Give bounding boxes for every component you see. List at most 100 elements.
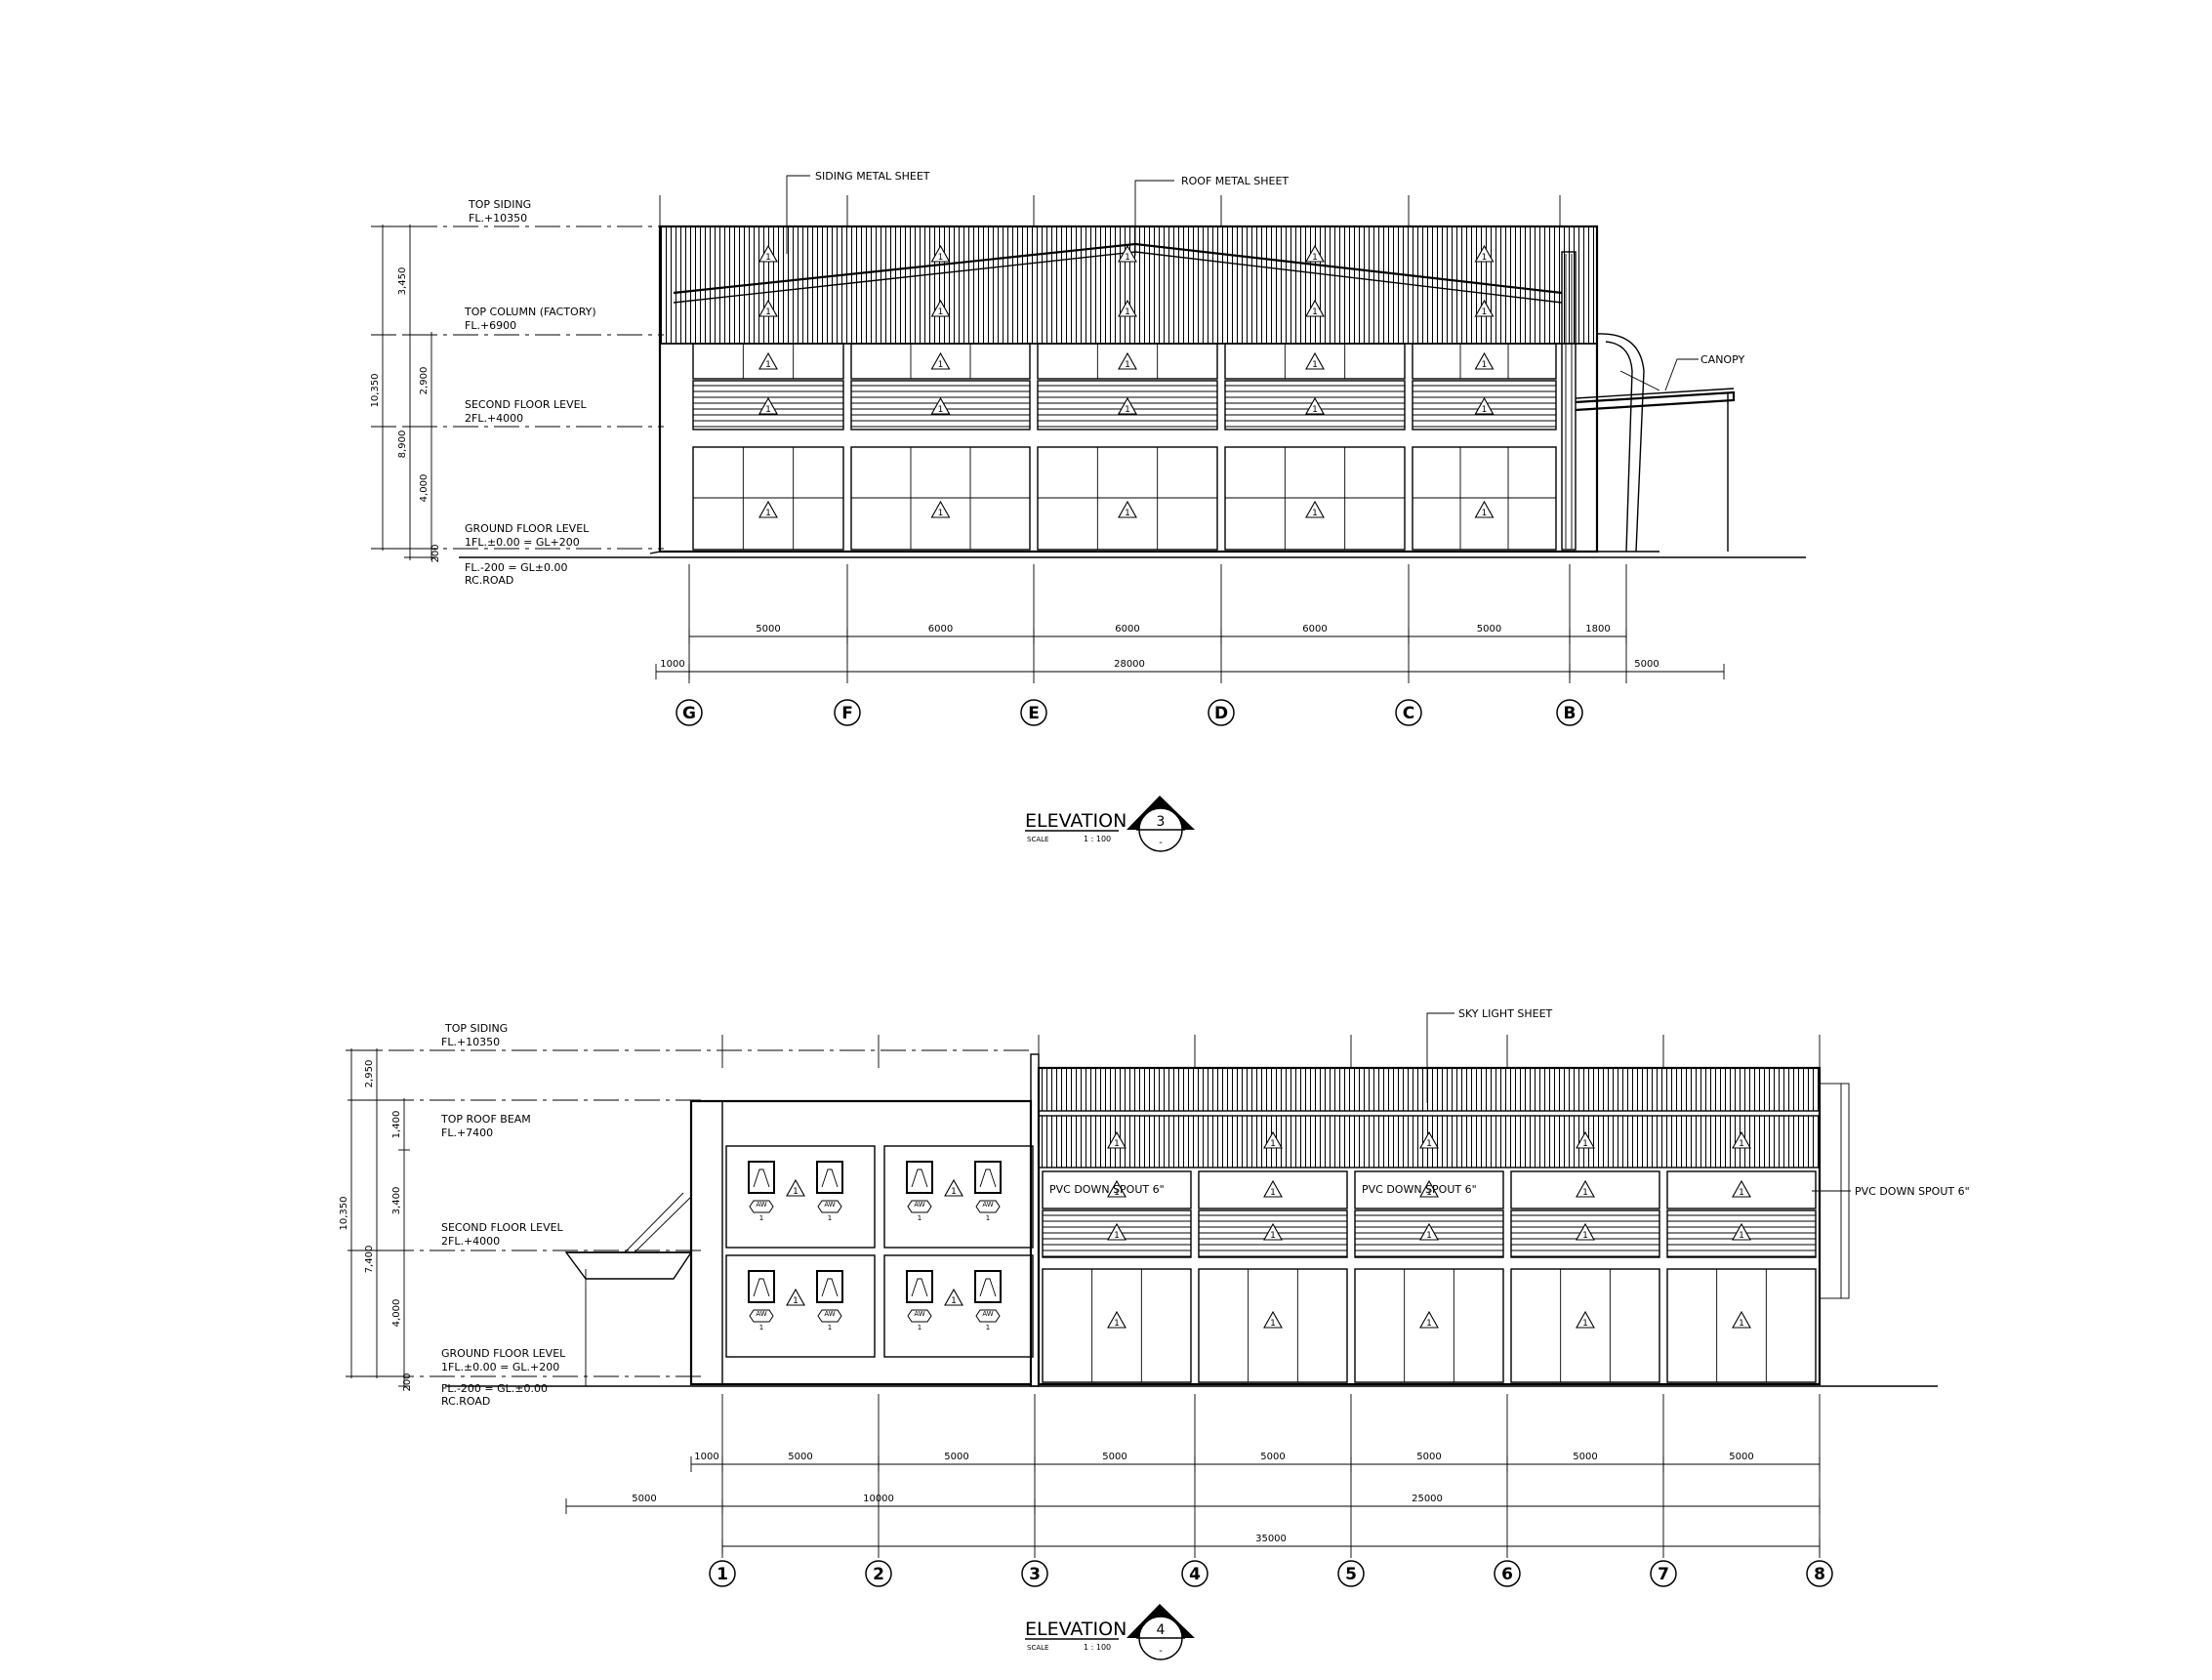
office-panel <box>883 1254 1034 1358</box>
level-name: TOP SIDING <box>468 198 531 211</box>
tag-marker: 1 <box>1118 244 1137 263</box>
svg-text:10,350: 10,350 <box>370 374 381 408</box>
svg-text:200: 200 <box>430 544 441 562</box>
road-level: FL.-200 = GL±0.00 <box>465 561 568 574</box>
tag-triangle <box>930 244 951 263</box>
svg-text:FL.+7400: FL.+7400 <box>441 1127 493 1139</box>
tag-marker: 1 <box>1732 1130 1751 1149</box>
window-tag <box>975 1309 1001 1323</box>
svg-text:200: 200 <box>402 1373 413 1391</box>
window-tag-top: AW <box>982 1310 993 1318</box>
level-name: GROUND FLOOR LEVEL <box>465 522 590 535</box>
window <box>748 1270 775 1303</box>
grid-label: 2 <box>873 1565 884 1584</box>
tag-marker: 1 <box>786 1178 805 1197</box>
door-panel <box>1412 446 1557 551</box>
tag-label: 1 <box>1482 509 1488 518</box>
window-tag-top: AW <box>824 1201 835 1209</box>
tag-marker: 1 <box>1263 1310 1283 1329</box>
tag-triangle <box>1419 1179 1439 1198</box>
tag-marker: 1 <box>1576 1130 1595 1149</box>
tag-triangle <box>944 1288 963 1306</box>
tag-marker: 1 <box>1305 351 1325 370</box>
window-tag-top: AW <box>982 1201 993 1209</box>
tag-marker: 1 <box>1107 1179 1126 1198</box>
vertical-dimensions: 10,350 3,450 8,900 2,900 4,000 200 <box>370 225 441 563</box>
window-tag-bottom: 1 <box>828 1214 832 1222</box>
level-labels: TOP SIDING FL.+10350 TOP ROOF BEAM FL.+7… <box>440 1022 566 1408</box>
tag-triangle <box>930 396 951 415</box>
window-tag <box>749 1309 774 1323</box>
grid-marker: 7 <box>1650 1560 1677 1587</box>
grid-label: 1 <box>717 1565 728 1584</box>
grid-circle <box>1181 1560 1208 1587</box>
tag-triangle <box>1305 351 1325 370</box>
tag-marker: 1 <box>1474 500 1495 518</box>
svg-text:3,450: 3,450 <box>397 267 408 296</box>
door-panel <box>1224 446 1406 551</box>
tag-marker: 1 <box>1419 1310 1439 1329</box>
grid-circle <box>1208 699 1235 726</box>
tag-marker: 1 <box>1107 1310 1126 1329</box>
grid-label: 6 <box>1501 1565 1513 1584</box>
window-tag <box>749 1200 774 1213</box>
grid-label: 3 <box>1029 1565 1041 1584</box>
tag-marker: 1 <box>944 1178 963 1197</box>
tag-label: 1 <box>1125 253 1130 263</box>
svg-text:2,950: 2,950 <box>364 1060 375 1088</box>
tag-marker: 1 <box>1732 1310 1751 1329</box>
tag-label: 1 <box>1114 1139 1120 1149</box>
tag-label: 1 <box>765 307 771 317</box>
svg-text:SECOND FLOOR LEVEL: SECOND FLOOR LEVEL <box>441 1221 564 1234</box>
tag-triangle <box>930 500 951 518</box>
tag-triangle <box>930 299 951 317</box>
door-panel <box>1354 1268 1504 1383</box>
grid-circle <box>1020 699 1047 726</box>
tag-triangle <box>1263 1130 1283 1149</box>
vertical-dimensions: 10,350 2,950 7,400 1,400 3,400 4,000 200 <box>339 1048 413 1392</box>
level-value: 1FL.±0.00 = GL+200 <box>465 536 580 549</box>
svg-text:SCALE: SCALE <box>1027 836 1048 843</box>
svg-text:-: - <box>1159 1646 1163 1657</box>
grid-label: B <box>1564 704 1577 723</box>
louver-panel <box>1198 1209 1348 1258</box>
grid-marker: C <box>1395 699 1422 726</box>
door-panel <box>1037 446 1218 551</box>
tag-marker: 1 <box>930 500 951 518</box>
window-tag-bottom: 1 <box>759 1214 763 1222</box>
grid-label: G <box>682 704 696 723</box>
tag-triangle <box>758 396 778 415</box>
office-panel <box>725 1254 876 1358</box>
tag-marker: 1 <box>1118 500 1137 518</box>
tag-label: 1 <box>765 253 771 263</box>
door-panel <box>1666 1268 1817 1383</box>
tag-label: 1 <box>1739 1319 1744 1329</box>
tag-label: 1 <box>938 360 944 370</box>
tag-triangle <box>1732 1130 1751 1149</box>
window-tag-bottom: 1 <box>986 1214 990 1222</box>
svg-text:TOP SIDING: TOP SIDING <box>444 1022 508 1035</box>
svg-text:1 : 100: 1 : 100 <box>1084 835 1111 843</box>
tag-triangle <box>1118 299 1137 317</box>
window-tag <box>907 1309 932 1323</box>
dim-value: 5000 <box>1260 1452 1285 1462</box>
window <box>748 1161 775 1194</box>
tag-triangle <box>1732 1222 1751 1241</box>
louver-panel <box>1666 1209 1817 1258</box>
tag-triangle <box>758 244 778 263</box>
door-panel <box>1042 1268 1192 1383</box>
dim-value: 6000 <box>1302 624 1327 635</box>
door-panel <box>1510 1268 1660 1383</box>
tag-triangle <box>1474 244 1495 263</box>
door-panel <box>692 446 844 551</box>
tag-marker: 1 <box>1576 1222 1595 1241</box>
spout-callout: PVC DOWN SPOUT 6" <box>1855 1185 1970 1198</box>
tag-marker: 1 <box>1107 1130 1126 1149</box>
louver-panel <box>1037 380 1218 430</box>
tag-marker: 1 <box>930 244 951 263</box>
tag-triangle <box>1263 1310 1283 1329</box>
level-name: TOP COLUMN (FACTORY) <box>464 306 596 318</box>
